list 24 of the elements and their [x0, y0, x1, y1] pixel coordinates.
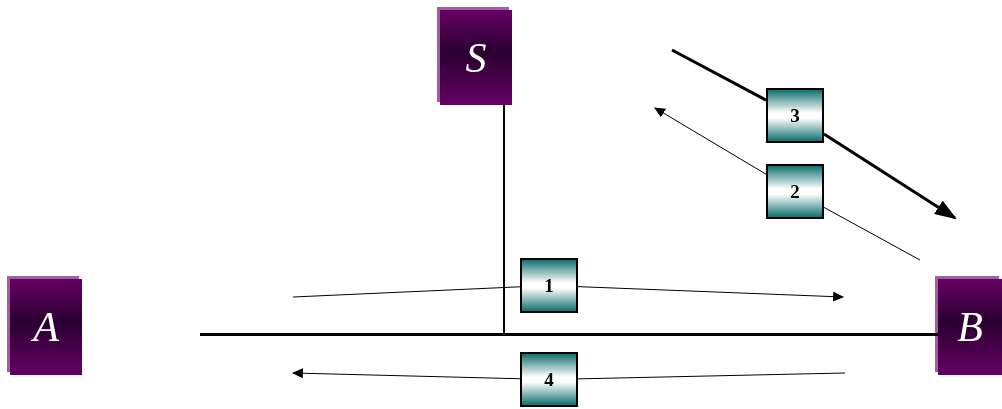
- arrow: [654, 107, 767, 175]
- host-box: [440, 10, 512, 105]
- connector-line: [292, 286, 521, 298]
- arrow: [577, 286, 844, 302]
- connector-line: [671, 48, 767, 102]
- step-number: 1: [544, 274, 554, 297]
- connector-line: [823, 206, 921, 261]
- arrow: [823, 132, 957, 220]
- connector-line: [503, 104, 505, 334]
- step-number-box: [766, 88, 824, 143]
- host-label: B: [957, 303, 983, 351]
- host-label: A: [33, 303, 59, 351]
- host-box: [938, 279, 1002, 375]
- step-number: 3: [790, 104, 800, 127]
- step-number-box: [520, 258, 578, 313]
- host-box: [10, 279, 82, 375]
- connector-line: [577, 372, 846, 380]
- step-number: 4: [544, 368, 554, 391]
- host-label: S: [465, 33, 487, 82]
- network-bus-line: [200, 333, 938, 336]
- step-number-box: [766, 164, 824, 219]
- arrow: [292, 368, 521, 380]
- step-number-box: [520, 352, 578, 407]
- step-number: 2: [790, 180, 800, 203]
